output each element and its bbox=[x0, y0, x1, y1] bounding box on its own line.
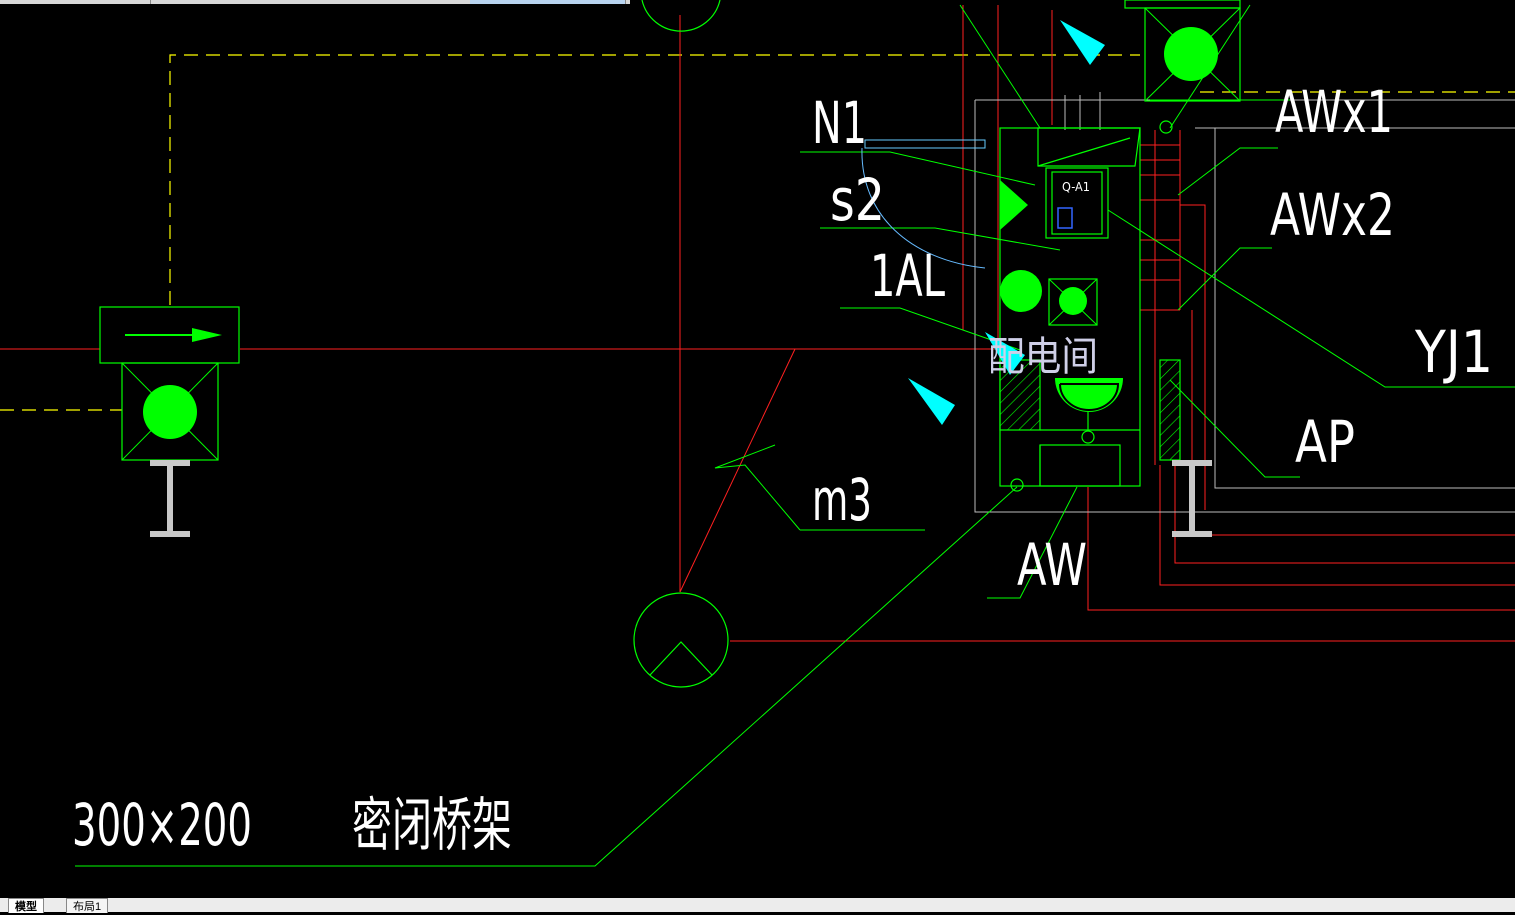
top-toolbar-strip bbox=[0, 0, 630, 4]
steel-beam-icon bbox=[150, 460, 190, 537]
label-s2: s2 bbox=[830, 166, 885, 234]
toolbar-segment[interactable] bbox=[0, 0, 151, 4]
label-aw: AW bbox=[1017, 531, 1087, 599]
label-awx2: AWx2 bbox=[1270, 181, 1395, 249]
label-tray-name: 密闭桥架 bbox=[352, 791, 512, 859]
yellow-dashed-lines bbox=[0, 54, 1515, 411]
partial-circle bbox=[641, 0, 721, 32]
label-tray-size: 300×200 bbox=[72, 791, 252, 859]
bottom-circle-symbol bbox=[633, 592, 729, 688]
top-right-fan-unit bbox=[1124, 0, 1241, 102]
green-leaders bbox=[75, 4, 1515, 867]
label-ap: AP bbox=[1295, 408, 1355, 476]
label-room: 配电间 bbox=[988, 334, 1098, 380]
label-yj1: YJ1 bbox=[1414, 318, 1493, 386]
red-wiring bbox=[0, 5, 1515, 642]
left-fan-unit bbox=[99, 306, 240, 461]
cyan-arrows bbox=[908, 20, 1105, 425]
label-panel-code: Q-A1 bbox=[1062, 180, 1090, 194]
tab-layout1[interactable]: 布局1 bbox=[66, 898, 109, 913]
label-1al: 1AL bbox=[870, 242, 945, 310]
cad-labels: N1 s2 1AL m3 AW AWx1 AWx2 YJ1 AP 300×200… bbox=[72, 78, 1493, 859]
tab-model[interactable]: 模型 bbox=[8, 898, 44, 913]
toolbar-segment[interactable] bbox=[470, 0, 626, 4]
layout-tabs-bar: 模型 布局1 bbox=[0, 898, 1515, 913]
label-m3: m3 bbox=[812, 466, 872, 534]
tab-label: 布局1 bbox=[73, 901, 102, 913]
label-awx1: AWx1 bbox=[1275, 78, 1393, 146]
label-n1: N1 bbox=[812, 89, 867, 157]
tab-label: 模型 bbox=[15, 901, 37, 913]
room-devices bbox=[1000, 180, 1123, 412]
steel-beam-icon bbox=[1172, 460, 1212, 537]
